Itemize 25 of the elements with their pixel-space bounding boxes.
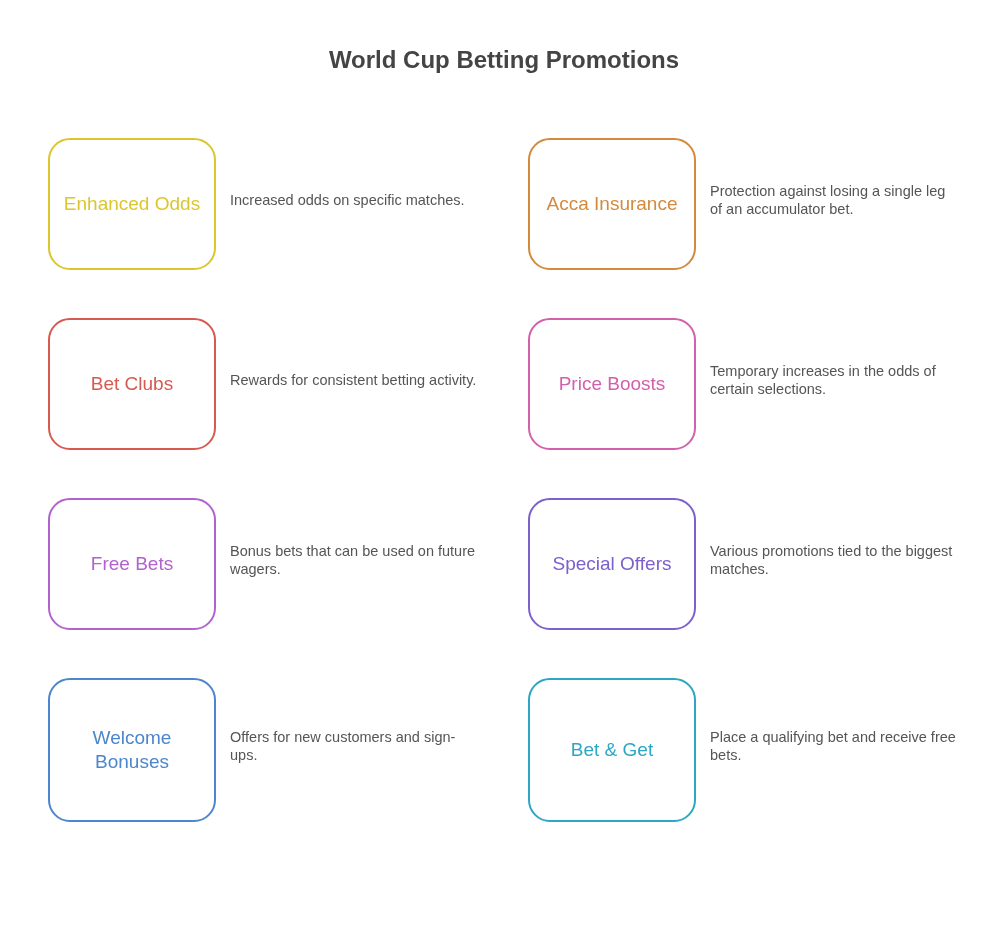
promotion-box <box>528 318 696 450</box>
description-text: Rewards for consistent betting activity. <box>230 371 477 389</box>
promotion-name: Enhanced Odds <box>63 192 201 216</box>
description-text: Temporary increases in the odds of certain selections. <box>710 362 937 398</box>
promotion-name: Bet & Get <box>570 738 654 762</box>
description-text: Increased odds on specific matches. <box>230 191 465 209</box>
promotion-name: Price Boosts <box>558 372 666 396</box>
description-text: Bonus bets that can be used on future wagers. <box>230 542 477 578</box>
promotion-name: Free Bets <box>90 552 174 576</box>
promotion-name: Bet Clubs <box>90 372 174 396</box>
promotion-name: Special Offers <box>552 552 672 576</box>
diagram-title: World Cup Betting Promotions <box>328 46 680 73</box>
promotion-name: Acca Insurance <box>546 192 678 216</box>
promotion-box <box>48 138 216 270</box>
promotion-box <box>48 678 216 822</box>
promotion-box <box>528 678 696 822</box>
promotion-box <box>528 498 696 630</box>
description-text: Various promotions tied to the biggest matches. <box>710 542 954 578</box>
promotion-name: Welcome Bonuses <box>91 726 173 774</box>
promotion-box <box>528 138 696 270</box>
description-text: Protection against losing a single leg of an accumulator bet. <box>710 182 947 218</box>
promotion-box <box>48 318 216 450</box>
description-text: Place a qualifying bet and receive free bets. <box>710 728 957 764</box>
promotion-box <box>48 498 216 630</box>
description-text: Offers for new customers and sign-ups. <box>230 728 457 764</box>
